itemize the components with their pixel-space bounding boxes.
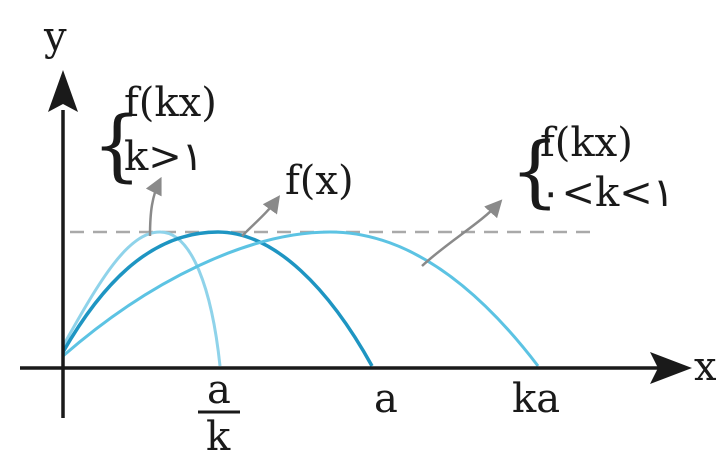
y-axis-arrowhead [48,70,78,112]
tick-a-over-k-numerator: a [207,367,231,413]
pointer-arrow-stretched [421,199,503,267]
brace-compressed: { [92,101,142,191]
tick-a-over-k-denominator: k [206,414,231,456]
pointer-arrow-original [241,195,281,237]
curve-f-kx-stretched [62,230,540,367]
x-axis-label: x [694,344,716,390]
label-compressed-function: f(kx) [124,80,217,126]
curve-f-kx-compressed [61,230,222,367]
label-stretched-function: f(kx) [540,120,633,166]
tick-a: a [374,376,398,422]
label-stretched-condition: ٠<k<١ [540,170,674,216]
label-original-function: f(x) [285,158,354,204]
y-axis-label: y [43,14,67,60]
curve-f-x [61,230,374,367]
label-compressed-condition: k>١ [124,134,203,180]
x-axis-arrowhead [650,352,692,384]
pointer-arrow-compressed [145,176,162,237]
brace-stretched: { [510,127,560,217]
tick-ka: ka [512,376,560,422]
